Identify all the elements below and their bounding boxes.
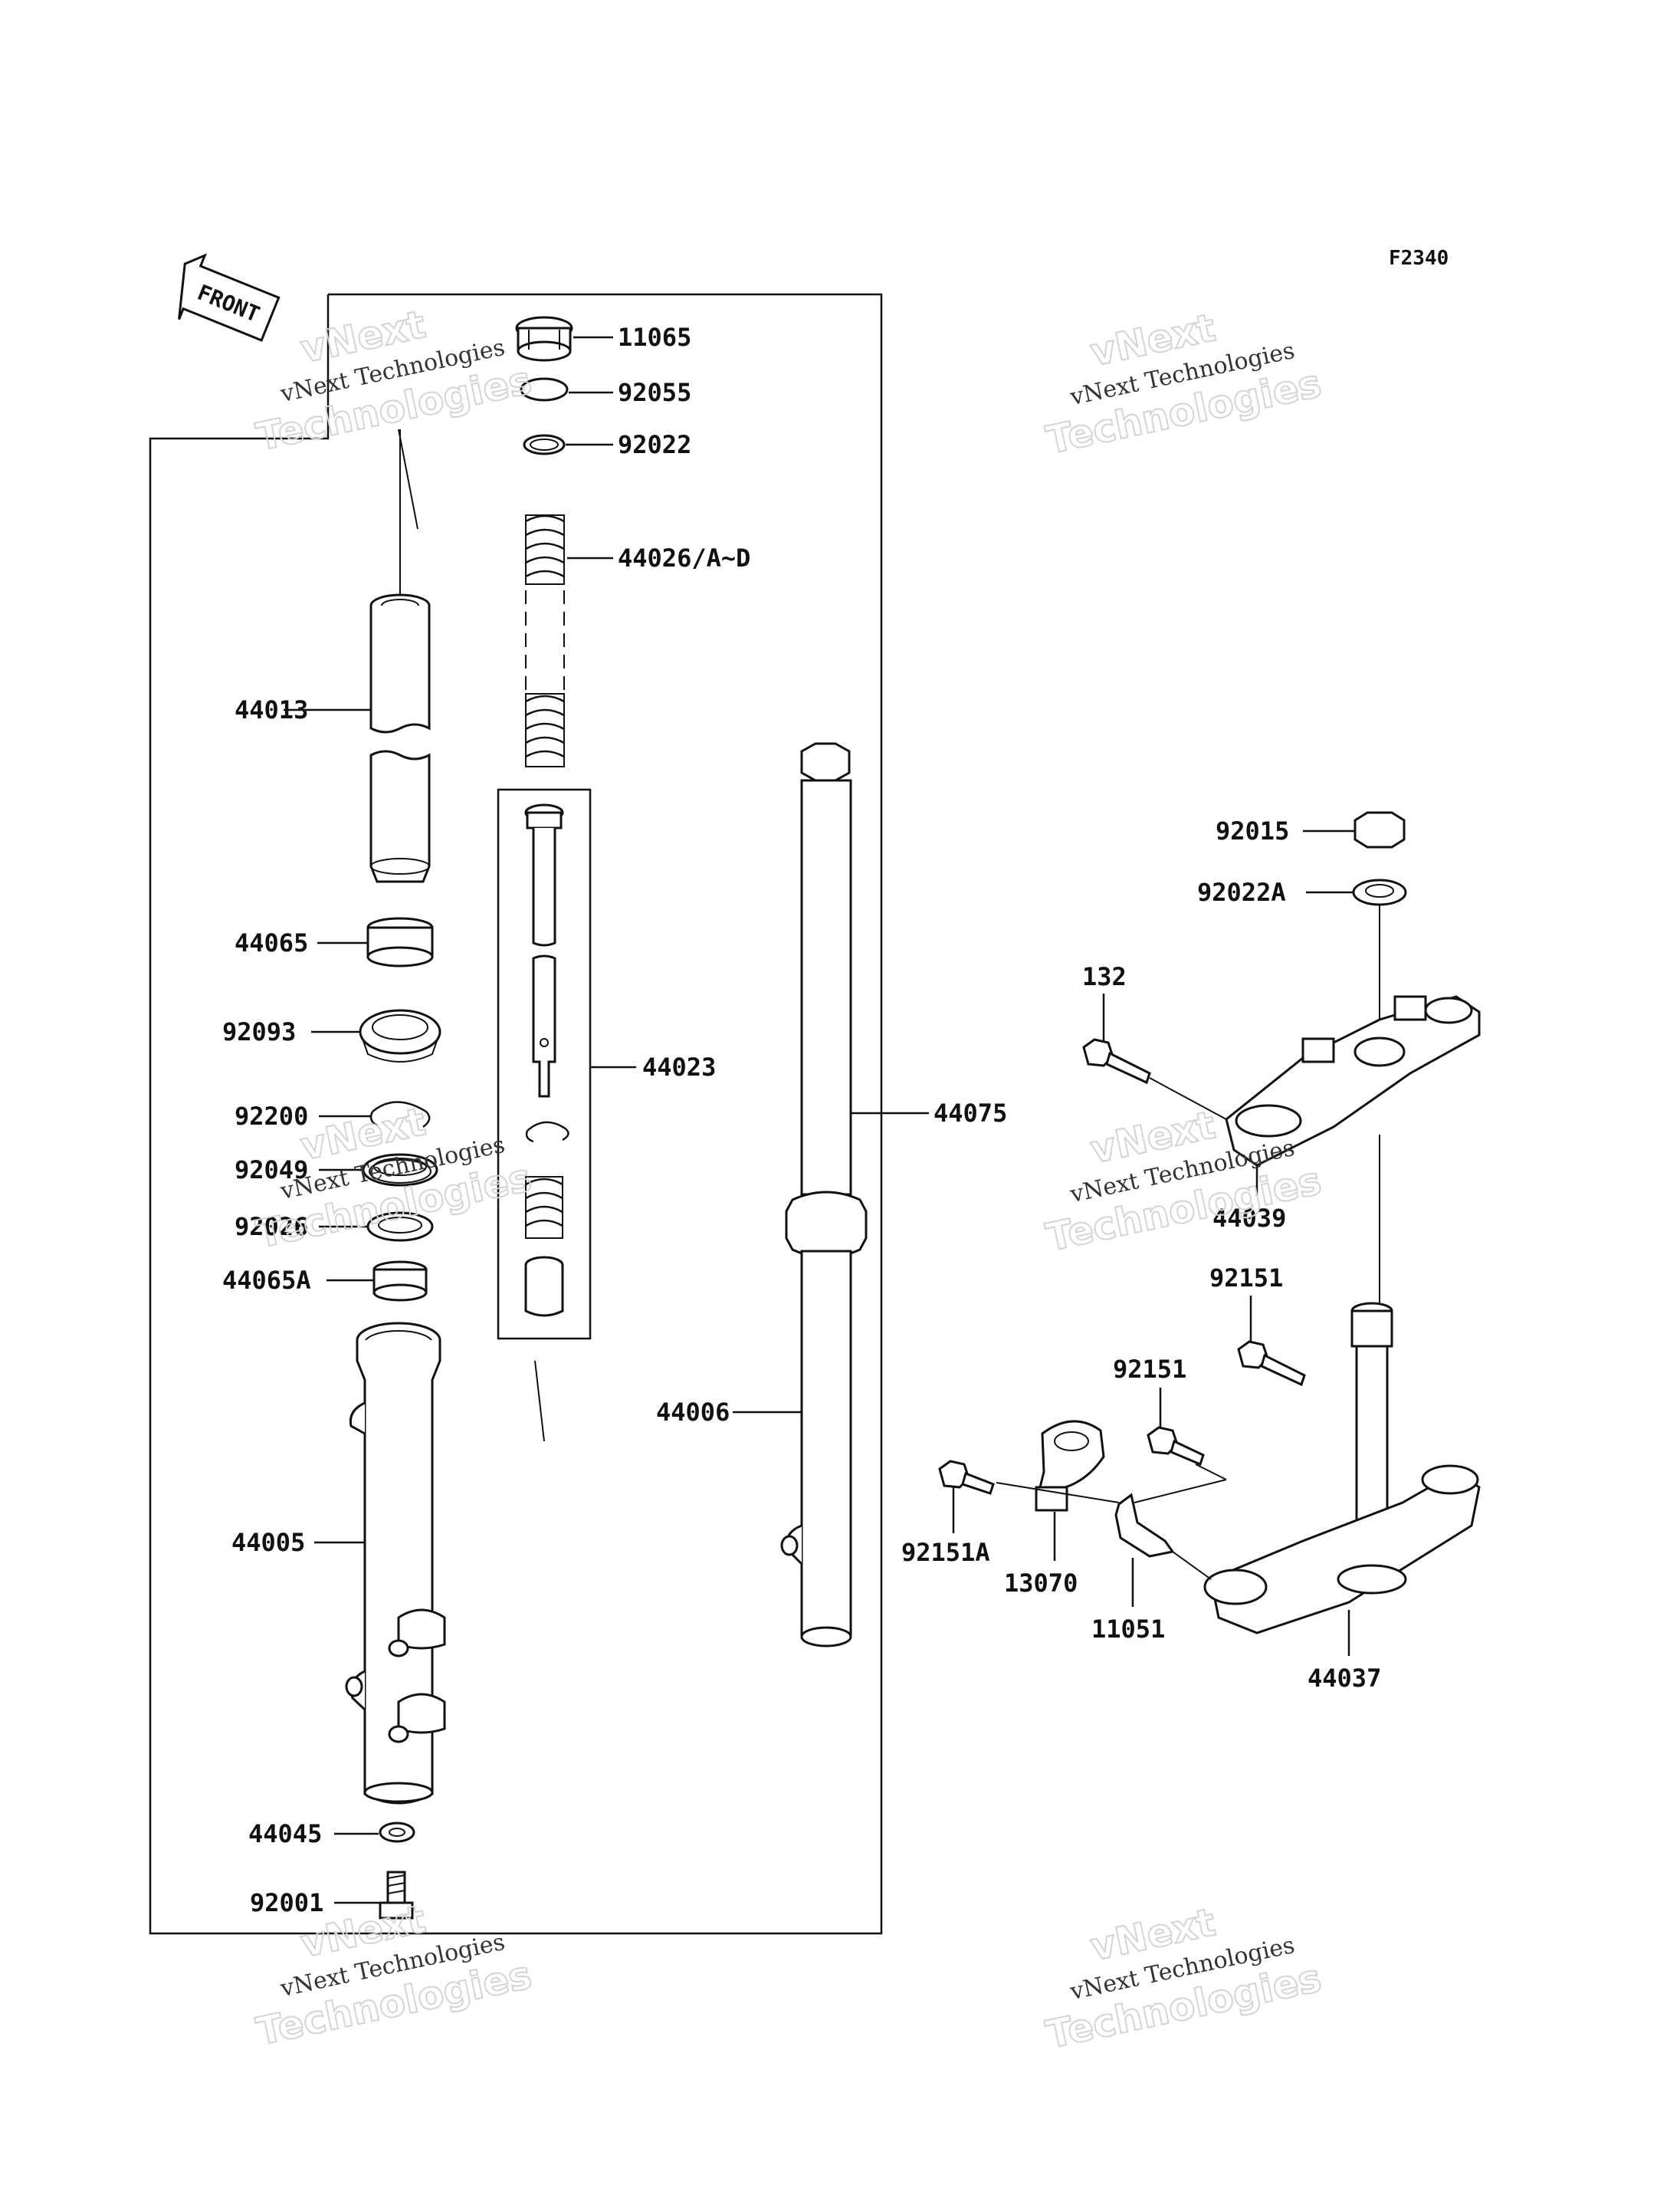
label-132: 132 (1082, 962, 1127, 991)
damper-rod-boundary (497, 788, 592, 1340)
label-92151-lower: 92151 (1113, 1355, 1186, 1384)
label-92049: 92049 (235, 1155, 308, 1184)
watermark-bottom-right: vNext Technologies vNext Technologies (1042, 1899, 1326, 2058)
fork-spring-part (525, 514, 565, 767)
label-11065: 11065 (618, 323, 691, 352)
bracket-plate-part (1114, 1493, 1175, 1558)
gasket-part (379, 1822, 415, 1843)
watermark-top-right: vNext Technologies vNext Technologies (1042, 304, 1326, 463)
label-92151-upper: 92151 (1209, 1263, 1283, 1293)
washer-part (523, 434, 566, 455)
steering-stem-part (1203, 1302, 1481, 1634)
label-92022A: 92022A (1197, 878, 1286, 907)
label-92151A: 92151A (901, 1538, 990, 1567)
label-44075: 44075 (934, 1099, 1007, 1128)
label-44065: 44065 (235, 928, 308, 958)
label-92200: 92200 (235, 1102, 308, 1131)
clamp-bolt-upper-part (1237, 1340, 1306, 1387)
o-ring-part (520, 377, 569, 402)
fork-assembly-boundary (149, 293, 883, 1935)
watermark-top-left: vNext Technologies vNext Technologies (252, 301, 536, 460)
label-11051: 11051 (1091, 1615, 1165, 1644)
label-92055: 92055 (618, 378, 691, 407)
label-44006: 44006 (656, 1398, 730, 1427)
label-44005: 44005 (231, 1528, 305, 1557)
cable-holder-part (1035, 1420, 1105, 1512)
label-44037: 44037 (1308, 1664, 1381, 1693)
dust-seal-part (359, 1009, 441, 1063)
bracket-bolt-part (1082, 1038, 1151, 1085)
label-92015: 92015 (1216, 816, 1289, 846)
front-arrow-icon: FRONT (178, 253, 281, 342)
damper-rod-part (524, 803, 569, 1317)
inner-tube-part (369, 593, 431, 883)
stem-washer-part (1352, 879, 1407, 906)
upper-bracket-part (1225, 995, 1481, 1167)
label-44026: 44026/A~D (618, 544, 750, 573)
label-13070: 13070 (1004, 1569, 1078, 1598)
label-44023: 44023 (642, 1053, 716, 1082)
label-44045: 44045 (248, 1819, 322, 1848)
diagram-code: F2340 (1389, 247, 1449, 270)
label-44065A: 44065A (222, 1266, 311, 1295)
holder-bolt-part (938, 1460, 995, 1495)
drain-bolt-part (379, 1871, 414, 1920)
label-44039: 44039 (1212, 1204, 1286, 1233)
label-44013: 44013 (235, 695, 308, 724)
label-92026: 92026 (235, 1212, 308, 1241)
retaining-ring-part (369, 1101, 431, 1128)
outer-tube-part (345, 1322, 446, 1805)
label-92022: 92022 (618, 430, 691, 459)
oil-seal-part (362, 1153, 438, 1187)
label-92001: 92001 (250, 1888, 323, 1917)
clamp-bolt-lower-part (1147, 1426, 1205, 1467)
cap-bolt-part (515, 316, 573, 362)
slide-bushing-part (372, 1260, 428, 1302)
steering-nut-part (1354, 811, 1406, 849)
fork-assembly-part (780, 742, 868, 1647)
bushing-part (366, 917, 434, 967)
label-92093: 92093 (222, 1017, 296, 1046)
